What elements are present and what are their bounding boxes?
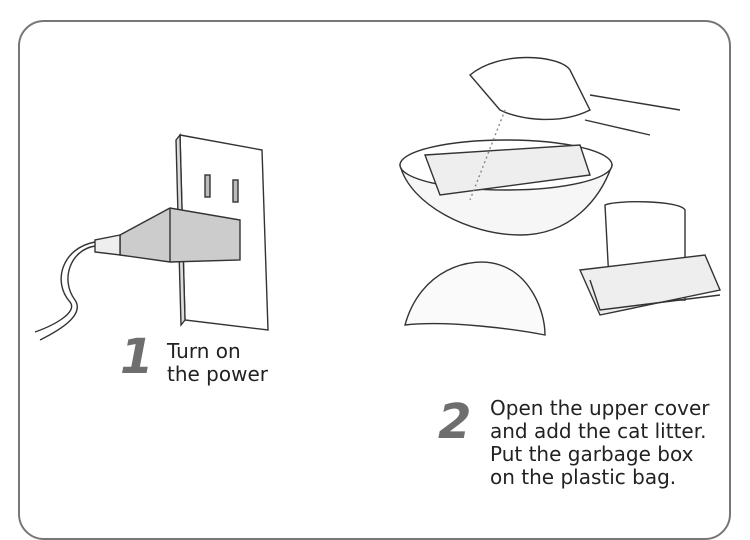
step-number-2: 2 xyxy=(438,394,472,450)
step-text-2: Open the upper cover and add the cat lit… xyxy=(490,396,710,489)
upper-cover-illustration xyxy=(404,261,546,336)
step-text-1: Turn on the power xyxy=(167,339,268,386)
illustrations xyxy=(34,56,721,341)
garbage-box-bag-illustration xyxy=(578,201,721,316)
litter-box-pouring-illustration xyxy=(399,56,681,236)
power-outlet-illustration xyxy=(34,133,269,341)
step-number-1: 1 xyxy=(120,329,154,385)
